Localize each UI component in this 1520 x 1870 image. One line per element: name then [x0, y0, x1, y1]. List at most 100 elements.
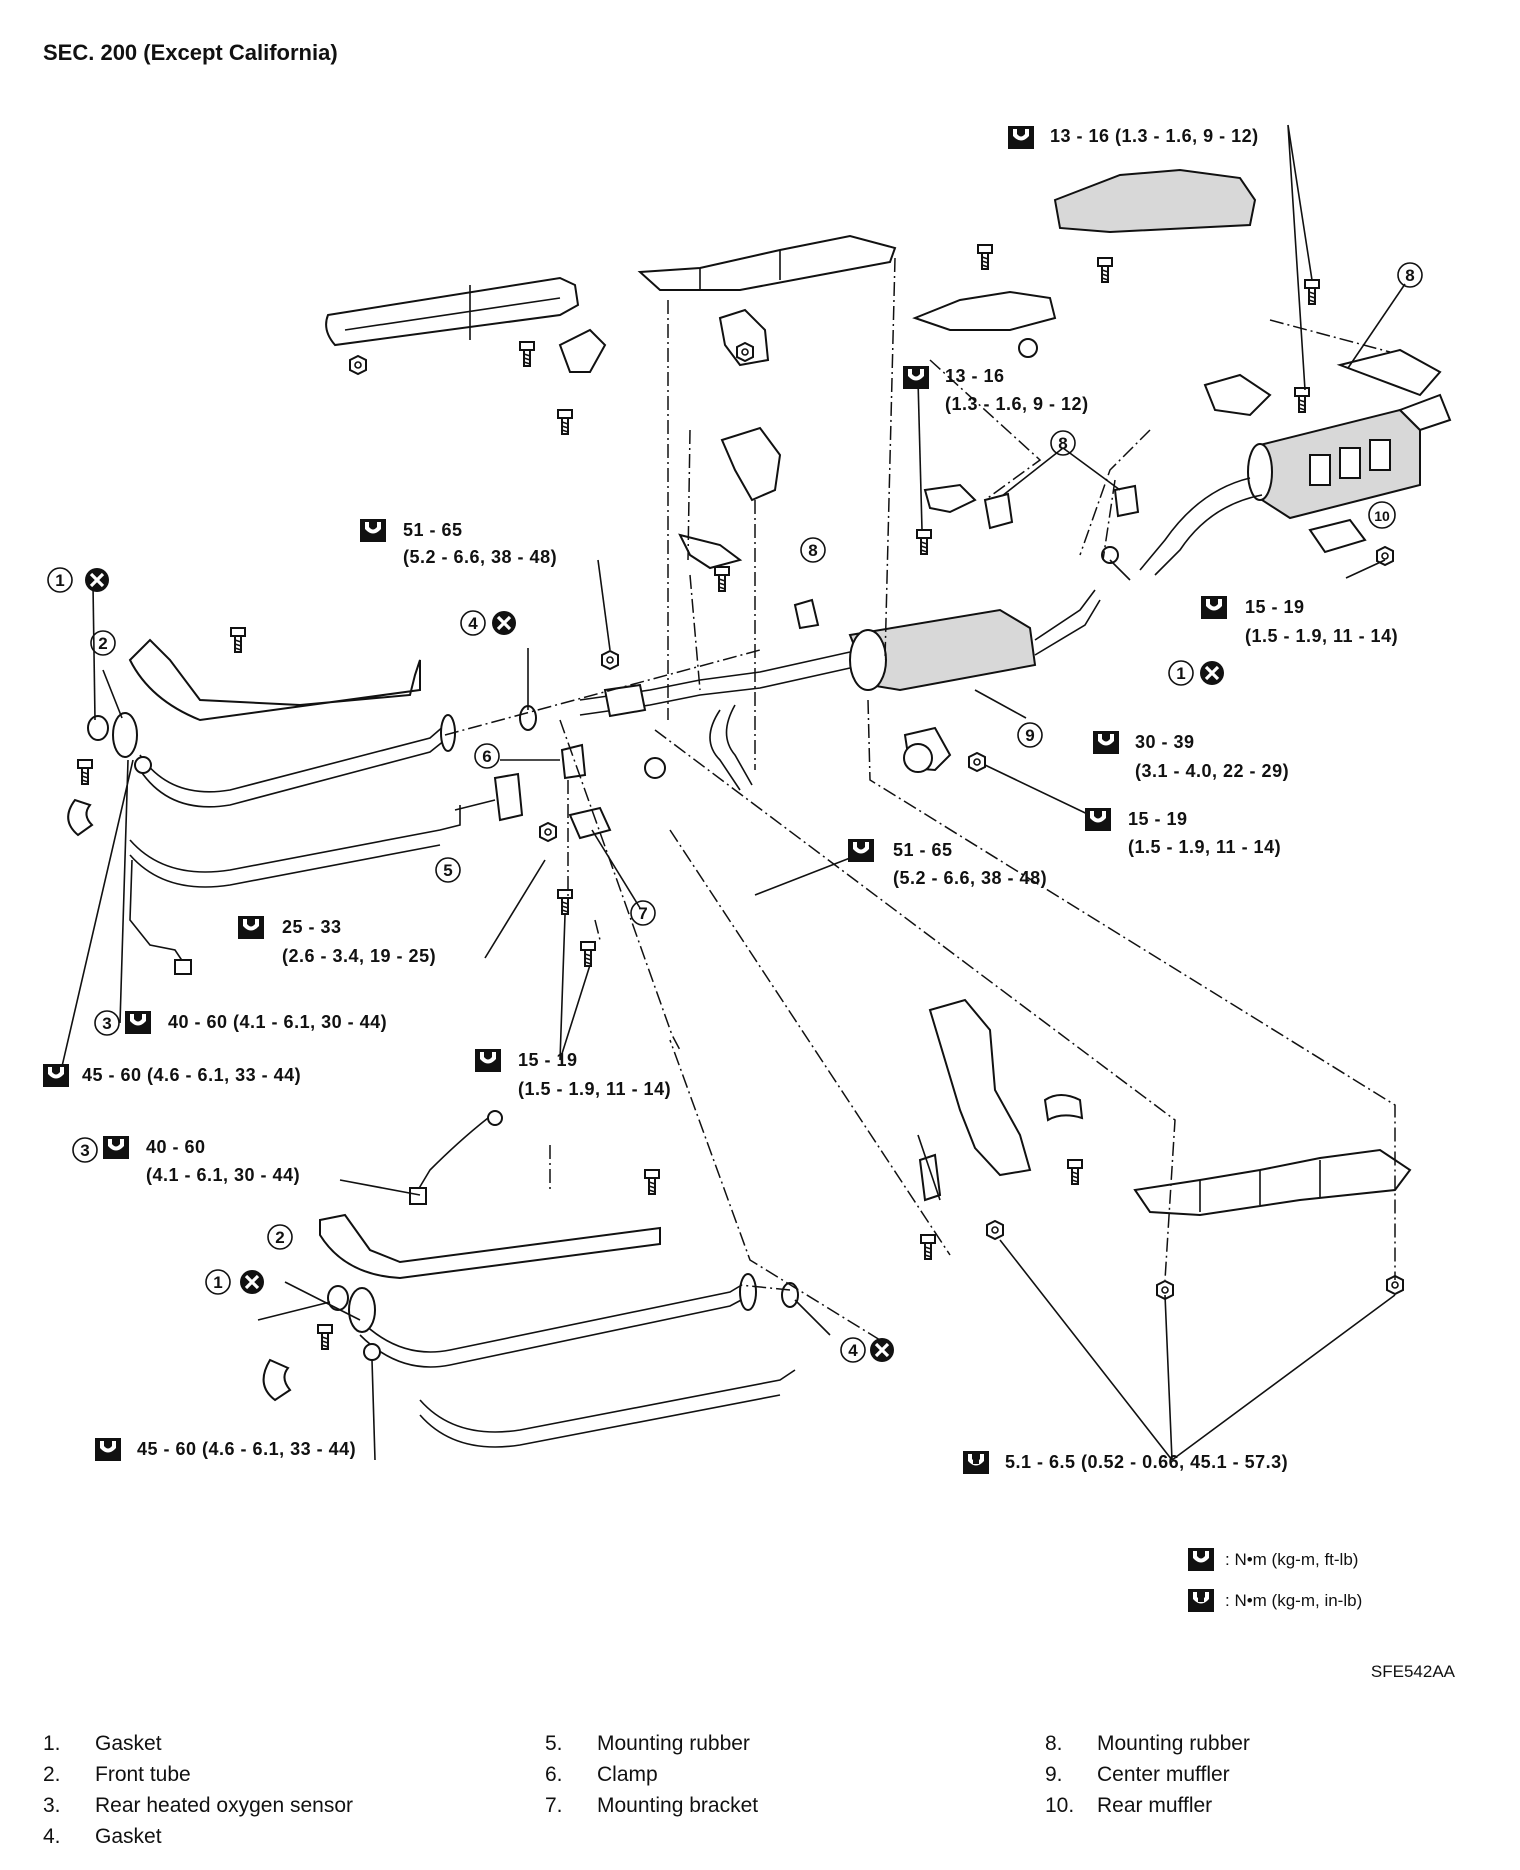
legend-number: 5. — [545, 1732, 563, 1755]
callout-10: 10 — [1374, 508, 1390, 524]
bolt-icon — [77, 759, 93, 785]
torque-wrench-icon — [903, 366, 929, 389]
nut-icon — [736, 342, 754, 362]
legend-label: Center muffler — [1097, 1763, 1230, 1786]
legend-number: 10. — [1045, 1794, 1075, 1817]
front-tube — [128, 638, 461, 888]
torque-wrench-icon — [95, 1438, 121, 1461]
torque-spec: 40 - 60 (4.1 - 6.1, 30 - 44) — [168, 1012, 387, 1032]
bolt-icon — [916, 529, 932, 555]
mounting-rubber — [983, 492, 1014, 530]
front-tube-lower — [319, 1213, 796, 1448]
unit-key-inlb: : N•m (kg-m, in-lb) — [1225, 1591, 1362, 1610]
unit-key-ftlb: : N•m (kg-m, ft-lb) — [1225, 1550, 1358, 1569]
legend-label: Rear heated oxygen sensor — [95, 1794, 353, 1817]
torque-wrench-icon — [238, 916, 264, 939]
legend-label: Mounting rubber — [1097, 1732, 1250, 1755]
do-not-reuse-icon — [868, 1336, 896, 1364]
do-not-reuse-icon — [83, 566, 111, 594]
center-muffler — [848, 589, 1101, 692]
torque-wrench-icon — [125, 1011, 151, 1034]
legend-label: Gasket — [95, 1825, 162, 1848]
legend-number: 6. — [545, 1763, 563, 1786]
torque-spec: 15 - 19 — [1128, 809, 1188, 829]
gasket — [781, 1282, 799, 1308]
heat-insulator — [1133, 1148, 1412, 1217]
do-not-reuse-icon — [490, 609, 518, 637]
heat-insulator — [1053, 168, 1257, 234]
torque-wrench-icon — [1201, 596, 1227, 619]
torque-spec: 13 - 16 (1.3 - 1.6, 9 - 12) — [1050, 126, 1259, 146]
callout-2: 2 — [98, 634, 107, 653]
callout-1: 1 — [213, 1273, 222, 1292]
rear-muffler — [1139, 393, 1452, 576]
torque-spec: (1.5 - 1.9, 11 - 14) — [1128, 837, 1281, 857]
bolt-icon — [230, 627, 246, 653]
legend-number: 3. — [43, 1794, 61, 1817]
callout-6: 6 — [482, 747, 491, 766]
legend-number: 9. — [1045, 1763, 1063, 1786]
legend-label: Gasket — [95, 1732, 162, 1755]
heat-insulator — [637, 234, 897, 291]
nut-icon — [968, 752, 986, 772]
bolt-icon — [714, 566, 730, 592]
heat-insulator — [325, 276, 580, 347]
legend-number: 8. — [1045, 1732, 1063, 1755]
torque-wrench-icon — [1008, 126, 1034, 149]
legend-number: 2. — [43, 1763, 61, 1786]
clamp — [560, 743, 587, 780]
nut-icon — [539, 822, 557, 842]
torque-wrench-inlb-icon — [963, 1451, 989, 1474]
torque-spec: (1.3 - 1.6, 9 - 12) — [945, 394, 1089, 414]
torque-spec: 15 - 19 — [1245, 597, 1305, 617]
callout-2: 2 — [275, 1228, 284, 1247]
torque-wrench-icon — [1093, 731, 1119, 754]
bolt-icon — [519, 341, 535, 367]
figure-id: SFE542AA — [1371, 1662, 1456, 1681]
torque-spec: 51 - 65 — [893, 840, 953, 860]
callout-5: 5 — [443, 861, 452, 880]
torque-wrench-icon — [475, 1049, 501, 1072]
torque-spec: 30 - 39 — [1135, 732, 1195, 752]
do-not-reuse-icon — [238, 1268, 266, 1296]
mounting-rubber — [1113, 484, 1140, 518]
torque-wrench-icon — [103, 1136, 129, 1159]
bolt-icon — [644, 1169, 660, 1195]
do-not-reuse-icon — [1198, 659, 1226, 687]
torque-spec: 45 - 60 (4.6 - 6.1, 33 - 44) — [137, 1439, 356, 1459]
torque-spec: (1.5 - 1.9, 11 - 14) — [1245, 626, 1398, 646]
callout-3: 3 — [102, 1014, 111, 1033]
callouts: 1 2 4 6 5 7 8 8 8 9 10 1 3 3 2 1 4 — [47, 262, 1423, 1363]
legend-label: Mounting rubber — [597, 1732, 750, 1755]
mounting-rubber — [793, 598, 820, 630]
nut-icon — [349, 355, 367, 375]
legend-number: 7. — [545, 1794, 563, 1817]
torque-wrench-icon — [1085, 808, 1111, 831]
bolt-icon — [580, 941, 596, 967]
torque-spec: 15 - 19 — [518, 1050, 578, 1070]
torque-spec: (2.6 - 3.4, 19 - 25) — [282, 946, 436, 966]
nut-icon — [986, 1220, 1004, 1240]
torque-wrench-inlb-icon — [1188, 1589, 1214, 1612]
torque-spec: 5.1 - 6.5 (0.52 - 0.66, 45.1 - 57.3) — [1005, 1452, 1288, 1472]
bolt-icon — [920, 1234, 936, 1260]
legend-label: Mounting bracket — [597, 1794, 759, 1817]
torque-wrench-icon — [360, 519, 386, 542]
parts-drawing — [59, 124, 1452, 1461]
bolt-icon — [317, 1324, 333, 1350]
callout-7: 7 — [638, 904, 647, 923]
torque-spec: (3.1 - 4.0, 22 - 29) — [1135, 761, 1289, 781]
bolt-icon — [557, 409, 573, 435]
callout-3: 3 — [80, 1141, 89, 1160]
callout-8: 8 — [808, 541, 817, 560]
legend-number: 1. — [43, 1732, 61, 1755]
nut-icon — [601, 650, 619, 670]
torque-spec: (4.1 - 6.1, 30 - 44) — [146, 1165, 300, 1185]
page-title: SEC. 200 (Except California) — [43, 40, 338, 65]
mounting-rubber — [493, 772, 524, 822]
torque-spec: 45 - 60 (4.6 - 6.1, 33 - 44) — [82, 1065, 301, 1085]
torque-spec: 40 - 60 — [146, 1137, 206, 1157]
callout-4: 4 — [468, 614, 478, 633]
torque-spec: 13 - 16 — [945, 366, 1005, 386]
